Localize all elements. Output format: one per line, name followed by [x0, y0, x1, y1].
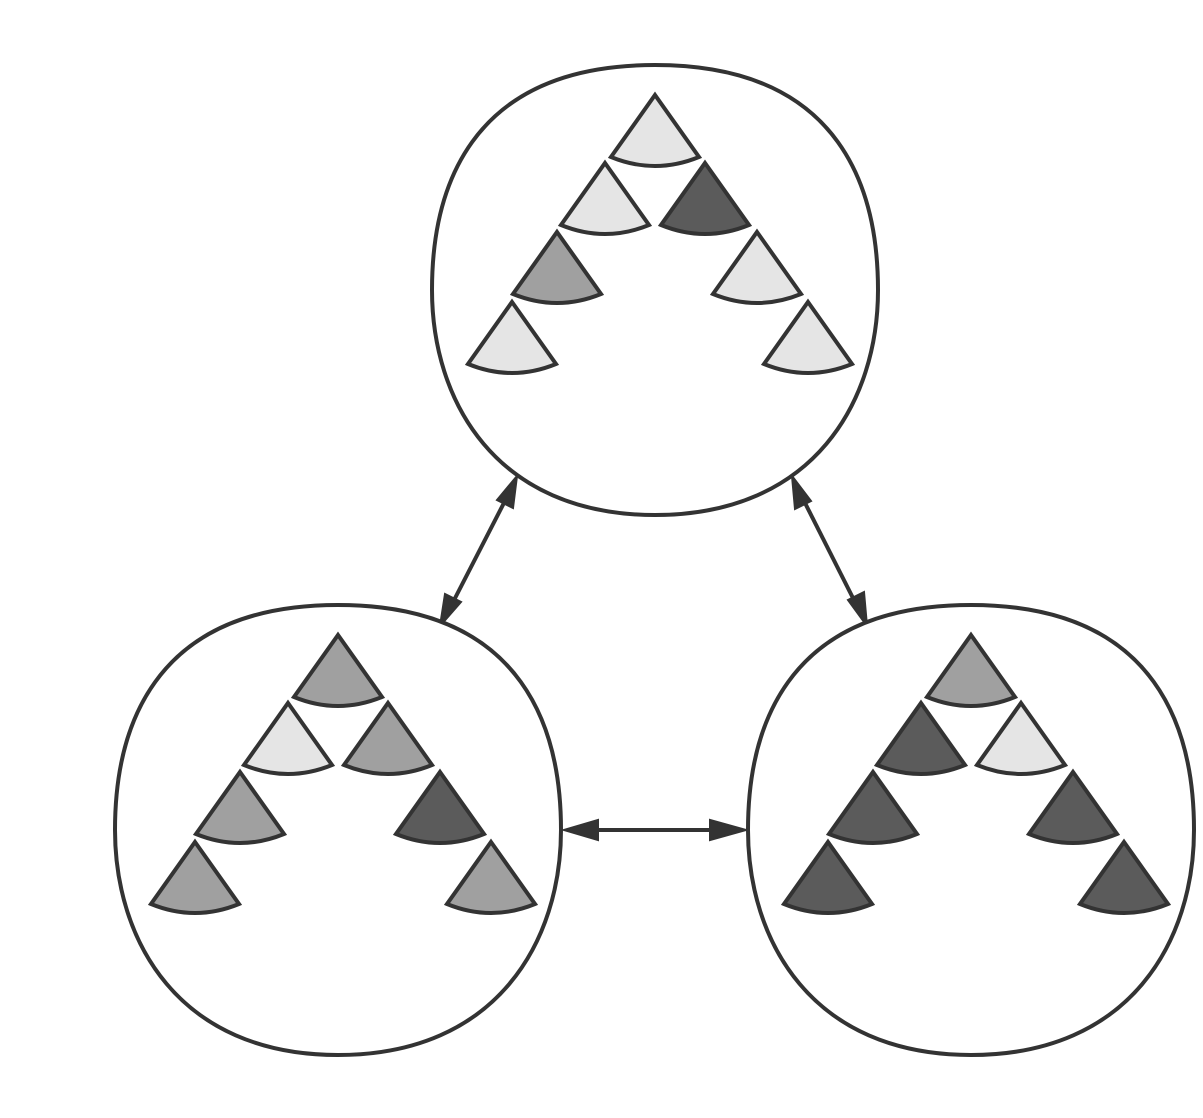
tree-marker-dark	[392, 768, 488, 845]
tree-marker-medium	[923, 631, 1019, 708]
triangle-tree-icon	[780, 631, 1172, 915]
tree-marker-light	[607, 91, 703, 168]
node-outline	[112, 602, 564, 1058]
arrowhead-bottom-right	[846, 590, 869, 630]
connector-line	[800, 496, 859, 607]
tree-marker-dark	[1076, 838, 1172, 915]
tree-marker-light	[973, 699, 1069, 776]
connector-line	[449, 496, 509, 607]
tree-marker-medium	[443, 838, 539, 915]
arrowhead-bottom-left	[438, 592, 463, 630]
tree-marker-light	[760, 298, 856, 375]
tree-marker-medium	[340, 699, 436, 776]
node-outline	[429, 62, 881, 518]
tree-marker-medium	[192, 768, 288, 845]
tree-marker-light	[709, 228, 805, 305]
connector-top-bottom-right	[790, 472, 869, 630]
tree-marker-light	[557, 159, 653, 236]
arrowhead-top	[790, 472, 813, 511]
node-bottom-right	[745, 602, 1197, 1058]
node-outline	[745, 602, 1197, 1058]
connector-top-bottom-left	[438, 472, 519, 630]
arrowhead-bottom-right	[709, 818, 750, 842]
tree-marker-medium	[290, 631, 386, 708]
tree-marker-dark	[1025, 768, 1121, 845]
tree-marker-light	[240, 699, 336, 776]
arrowhead-bottom-left	[560, 818, 599, 842]
triangle-tree-icon	[464, 91, 856, 375]
connector-bottom-left-bottom-right	[560, 818, 750, 842]
tree-marker-light	[464, 298, 560, 375]
node-bottom-left	[112, 602, 564, 1058]
arrowhead-top	[495, 472, 519, 510]
tree-marker-dark	[825, 768, 921, 845]
node-top	[429, 62, 881, 518]
tree-marker-medium	[147, 838, 243, 915]
triangle-tree-icon	[147, 631, 539, 915]
connectors	[438, 472, 869, 842]
tree-marker-dark	[657, 159, 753, 236]
tree-marker-medium	[509, 228, 605, 305]
tree-marker-dark	[873, 699, 969, 776]
tree-marker-dark	[780, 838, 876, 915]
